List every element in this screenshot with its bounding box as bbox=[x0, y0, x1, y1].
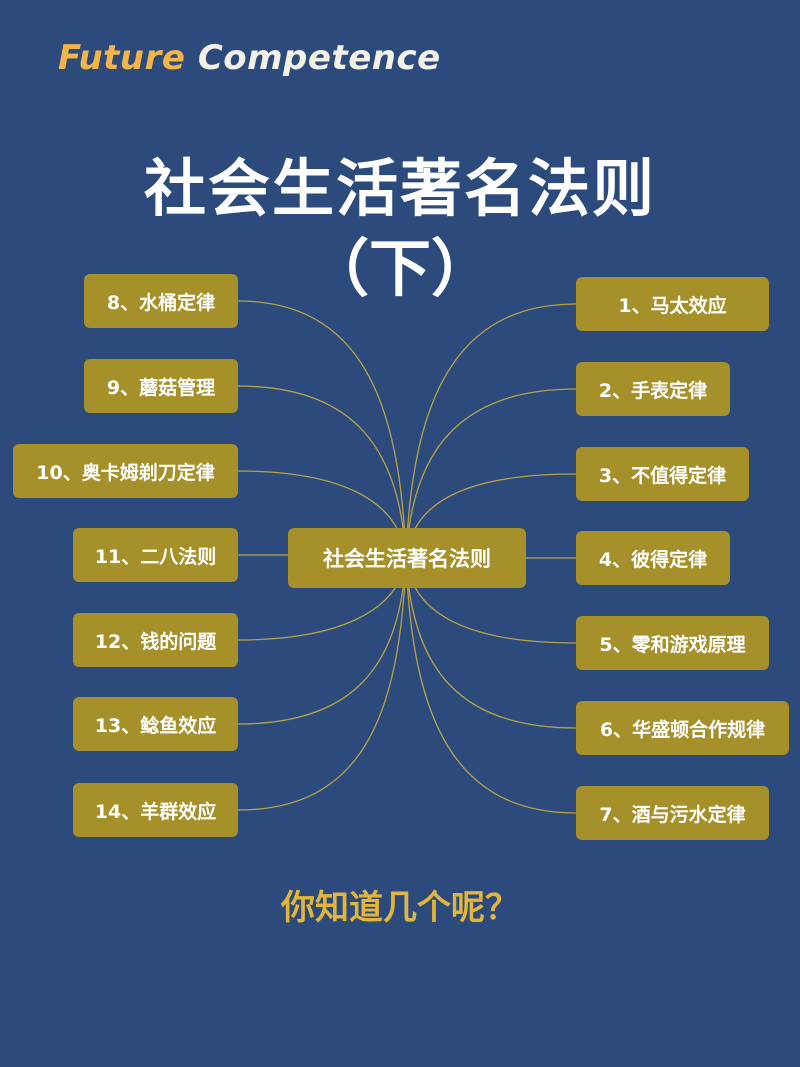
law-node-6: 6、华盛顿合作规律 bbox=[576, 701, 789, 755]
law-node-5: 5、零和游戏原理 bbox=[576, 616, 769, 670]
law-node-2: 2、手表定律 bbox=[576, 362, 730, 416]
law-node-12: 12、钱的问题 bbox=[73, 613, 238, 667]
law-node-9: 9、蘑菇管理 bbox=[84, 359, 238, 413]
law-node-4: 4、彼得定律 bbox=[576, 531, 730, 585]
law-node-14: 14、羊群效应 bbox=[73, 783, 238, 837]
connector-line-9 bbox=[237, 385, 407, 559]
brand-word-future: Future bbox=[58, 38, 186, 78]
law-node-1: 1、马太效应 bbox=[576, 277, 769, 331]
connector-line-7 bbox=[405, 557, 577, 814]
law-node-11: 11、二八法则 bbox=[73, 528, 238, 582]
law-node-13: 13、鲶鱼效应 bbox=[73, 697, 238, 751]
connector-line-6 bbox=[405, 557, 577, 729]
connector-line-2 bbox=[405, 388, 577, 559]
connector-line-1 bbox=[405, 303, 577, 559]
law-node-8: 8、水桶定律 bbox=[84, 274, 238, 328]
connector-line-14 bbox=[237, 557, 407, 811]
page-title: 社会生活著名法则 bbox=[143, 152, 656, 225]
footer-question: 你知道几个呢？ bbox=[281, 888, 519, 928]
law-node-7: 7、酒与污水定律 bbox=[576, 786, 769, 840]
brand-word-competence: Competence bbox=[197, 38, 441, 78]
law-node-10: 10、奥卡姆剃刀定律 bbox=[13, 444, 238, 498]
page-subtitle: （下） bbox=[306, 232, 493, 305]
law-node-3: 3、不值得定律 bbox=[576, 447, 749, 501]
center-node: 社会生活著名法则 bbox=[288, 528, 526, 588]
connector-line-8 bbox=[237, 300, 407, 559]
brand-logo: Future Competence bbox=[58, 38, 441, 78]
connector-line-13 bbox=[237, 557, 407, 725]
